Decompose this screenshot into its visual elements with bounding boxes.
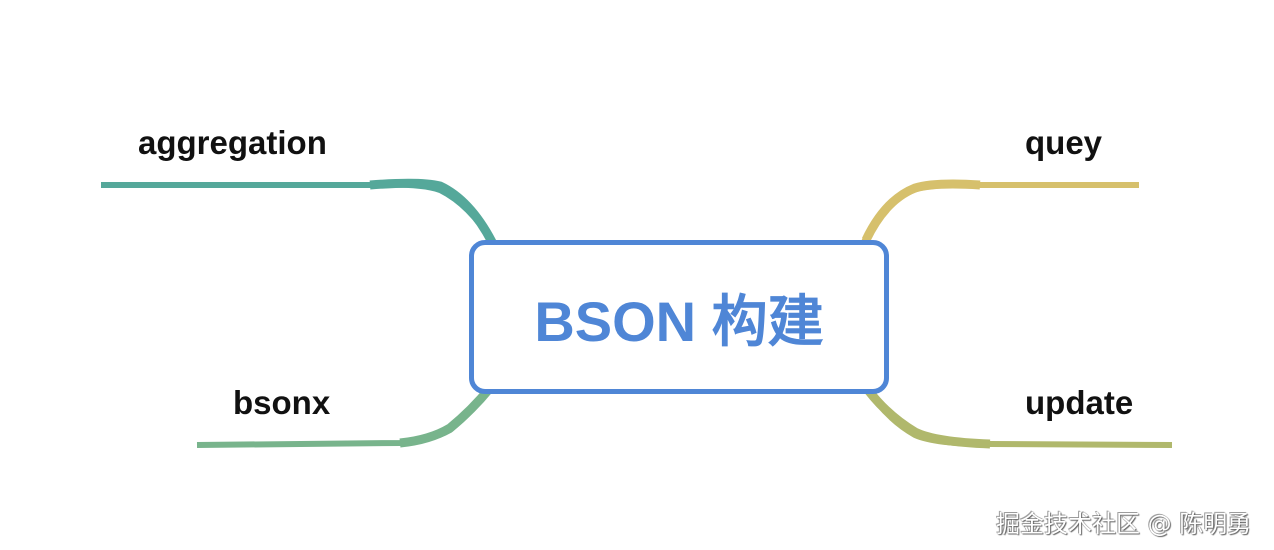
watermark: 掘金技术社区 @ 陈明勇 xyxy=(996,510,1252,538)
branch-label-aggregation: aggregation xyxy=(138,124,327,161)
branch-line-aggregation xyxy=(101,181,495,244)
center-node-label: BSON 构建 xyxy=(534,289,824,353)
branch-label-bsonx: bsonx xyxy=(233,384,331,421)
branch-label-update: update xyxy=(1025,384,1134,421)
center-node: BSON 构建 xyxy=(469,240,889,394)
branch-label-quey: quey xyxy=(1025,124,1103,161)
